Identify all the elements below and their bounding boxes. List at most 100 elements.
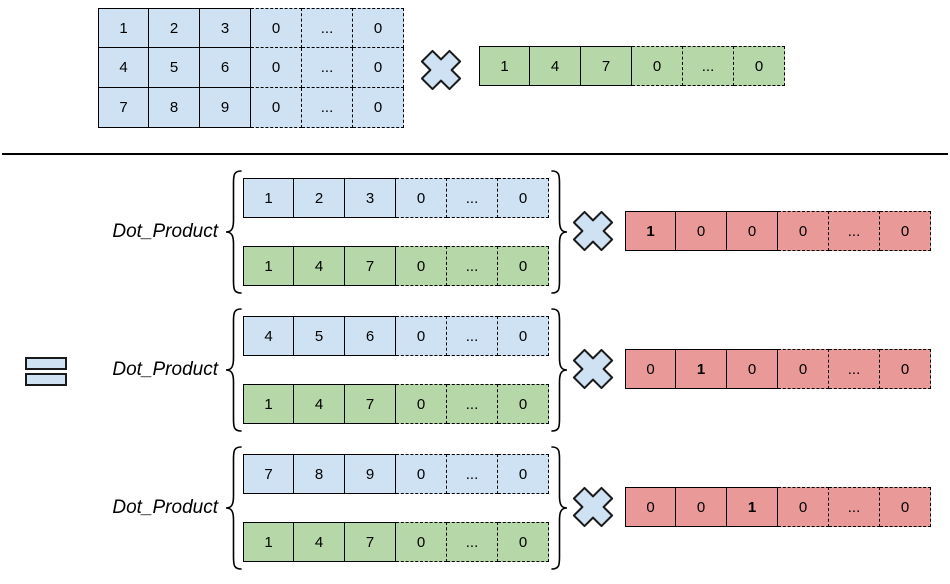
vector-cell: 4 [530, 46, 581, 86]
matrix-cell: 9 [200, 88, 251, 128]
vector-cell: 4 [243, 316, 294, 356]
vector-cell: 0 [396, 522, 447, 562]
selector-vector: 1 0 0 0 ... 0 [625, 211, 931, 251]
matrix-cell: 0 [353, 88, 404, 128]
vector-cell: 7 [243, 454, 294, 494]
vector-cell: 0 [727, 211, 778, 251]
vector-cell: 1 [243, 384, 294, 424]
vector-cell: 0 [880, 349, 931, 389]
vector-cell: 1 [243, 246, 294, 286]
matrix-cell: 6 [200, 48, 251, 88]
matrix-cell: ... [302, 8, 353, 48]
equals-bar [25, 373, 67, 386]
matrix-cell: 0 [353, 48, 404, 88]
matrix-cell: 2 [149, 8, 200, 48]
dot-product-block-3: Dot_Product 7 8 9 0 ... 0 1 4 7 0 ... 0 [0, 444, 950, 572]
dot-product-label: Dot_Product [112, 497, 218, 518]
vector-cell: ... [447, 454, 498, 494]
vector-cell: 0 [498, 316, 549, 356]
vector-cell: ... [447, 384, 498, 424]
right-brace [549, 168, 569, 301]
vector-cell: 1 [243, 178, 294, 218]
equals-icon [25, 357, 67, 386]
vector-cell: 0 [778, 349, 829, 389]
vector-cell: ... [683, 46, 734, 86]
vector-cell: 0 [498, 246, 549, 286]
vector-cell: 0 [727, 349, 778, 389]
vector-cell: 0 [880, 211, 931, 251]
vector-cell: 0 [632, 46, 683, 86]
multiply-icon [571, 485, 615, 534]
selector-vector: 0 0 1 0 ... 0 [625, 487, 931, 527]
vector-cell: 4 [294, 384, 345, 424]
dot-product-block-2: Dot_Product 4 5 6 0 ... 0 1 4 7 0 ... 0 [0, 306, 950, 434]
vector-cell: 3 [345, 178, 396, 218]
matrix-cell: ... [302, 88, 353, 128]
vector-cell: 0 [396, 178, 447, 218]
left-brace [224, 168, 244, 301]
vector-cell: ... [829, 349, 880, 389]
vector-cell: 1 [625, 211, 676, 251]
vector-cell: 8 [294, 454, 345, 494]
matrix-row: 7 8 9 0 ... 0 [98, 88, 404, 128]
vector-cell: 2 [294, 178, 345, 218]
vector-cell: 1 [479, 46, 530, 86]
dot-product-block-1: Dot_Product 1 2 3 0 ... 0 1 4 7 0 ... 0 [0, 168, 950, 296]
weight-vector: 1 4 7 0 ... 0 [243, 246, 549, 286]
vector-cell: 6 [345, 316, 396, 356]
vector-cell: 4 [294, 522, 345, 562]
left-brace [224, 306, 244, 439]
vector-cell: 0 [734, 46, 785, 86]
dot-product-label: Dot_Product [112, 359, 218, 380]
matrix-row: 4 5 6 0 ... 0 [98, 48, 404, 88]
vector-cell: 0 [676, 211, 727, 251]
right-brace [549, 306, 569, 439]
multiply-icon [419, 48, 463, 97]
multiply-icon [571, 209, 615, 258]
vector-cell: 0 [498, 522, 549, 562]
matrix-cell: 0 [251, 8, 302, 48]
multiply-icon [571, 347, 615, 396]
vector-cell: 0 [498, 454, 549, 494]
matrix-row: 1 2 3 0 ... 0 [98, 8, 404, 48]
matrix-row-vector: 7 8 9 0 ... 0 [243, 454, 549, 494]
selector-vector: 0 1 0 0 ... 0 [625, 349, 931, 389]
vector-cell: 0 [396, 384, 447, 424]
vector-cell: 1 [676, 349, 727, 389]
vector-cell: 0 [498, 384, 549, 424]
section-divider [2, 153, 948, 155]
vector-cell: 9 [345, 454, 396, 494]
vector-cell: ... [829, 487, 880, 527]
vector-cell: 7 [345, 522, 396, 562]
matrix-cell: 1 [98, 8, 149, 48]
vector-cell: 0 [396, 246, 447, 286]
matrix-cell: 8 [149, 88, 200, 128]
matrix-cell: 0 [251, 88, 302, 128]
vector-cell: ... [447, 178, 498, 218]
equals-bar [25, 357, 67, 370]
vector-cell: 7 [345, 384, 396, 424]
vector-cell: ... [447, 316, 498, 356]
vector-cell: 0 [625, 349, 676, 389]
vector-cell: 1 [727, 487, 778, 527]
vector-cell: 0 [676, 487, 727, 527]
vector-cell: 5 [294, 316, 345, 356]
vector-cell: 0 [778, 211, 829, 251]
matrix-cell: 0 [251, 48, 302, 88]
vector-cell: 0 [778, 487, 829, 527]
vector-cell: 7 [345, 246, 396, 286]
dot-product-label: Dot_Product [112, 221, 218, 242]
vector-cell: 0 [880, 487, 931, 527]
weight-vector: 1 4 7 0 ... 0 [243, 522, 549, 562]
matrix-cell: 5 [149, 48, 200, 88]
weight-vector: 1 4 7 0 ... 0 [479, 46, 785, 86]
matrix-cell: 3 [200, 8, 251, 48]
matrix-cell: 0 [353, 8, 404, 48]
vector-cell: 1 [243, 522, 294, 562]
matrix-row-vector: 1 2 3 0 ... 0 [243, 178, 549, 218]
vector-cell: ... [447, 522, 498, 562]
input-matrix: 1 2 3 0 ... 0 4 5 6 0 ... 0 7 8 9 0 ... … [98, 8, 404, 128]
right-brace [549, 444, 569, 577]
vector-cell: 0 [396, 454, 447, 494]
